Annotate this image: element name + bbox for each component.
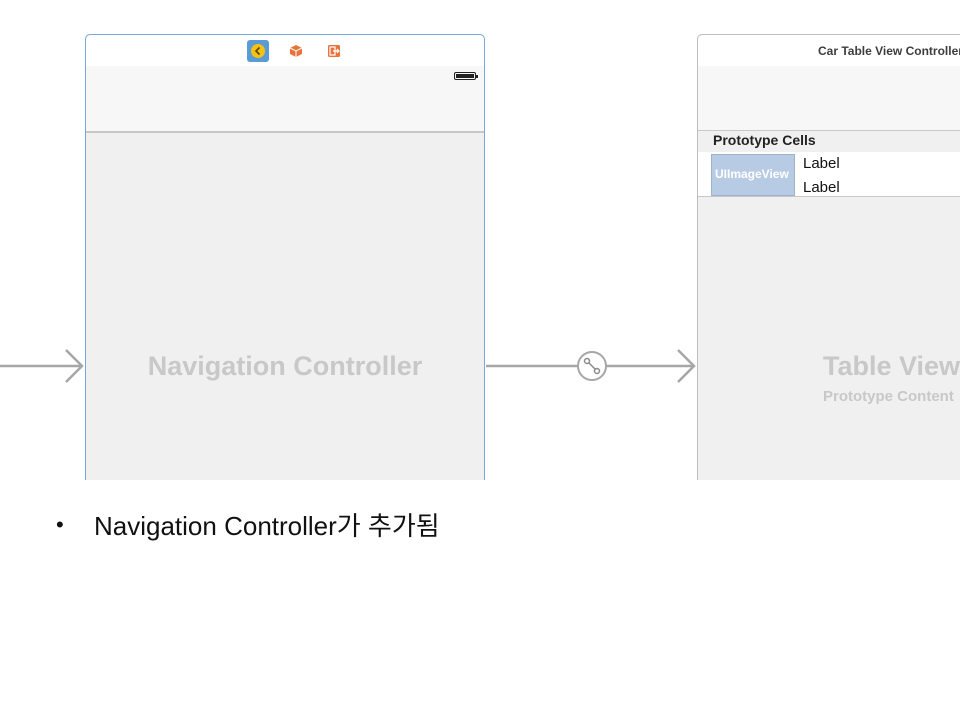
back-chevron-icon[interactable] xyxy=(247,40,269,62)
table-view-controller-scene[interactable]: Car Table View Controller Prototype Cell… xyxy=(697,34,960,480)
scene-subtitle: Prototype Content xyxy=(823,388,954,405)
slide-caption: • Navigation Controller가 추가됨 xyxy=(56,506,440,543)
segue-arrows xyxy=(0,349,696,383)
battery-icon xyxy=(454,72,478,80)
prototype-cells-header: Prototype Cells xyxy=(713,132,816,148)
caption-text: Navigation Controller가 추가됨 xyxy=(94,511,440,541)
scene-title: Navigation Controller xyxy=(147,351,423,381)
bullet: • xyxy=(56,511,64,537)
image-view[interactable]: UIImageView xyxy=(711,154,795,196)
navigation-bar xyxy=(86,66,484,133)
relationship-segue-arrow[interactable] xyxy=(486,349,696,383)
scene-dock xyxy=(86,35,484,67)
prototype-cell[interactable]: UIImageView Label Label xyxy=(698,152,960,197)
initial-entry-arrow[interactable] xyxy=(0,349,84,383)
cell-label-title[interactable]: Label xyxy=(803,155,840,172)
segue-link-icon xyxy=(583,357,601,375)
exit-icon[interactable] xyxy=(323,40,345,62)
scene-title: Table View xyxy=(823,351,960,381)
navigation-bar xyxy=(698,66,960,131)
scene-dock-title: Car Table View Controller xyxy=(818,44,960,58)
cube-icon[interactable] xyxy=(285,40,307,62)
navigation-controller-scene[interactable]: Navigation Controller xyxy=(85,34,485,480)
cell-label-detail[interactable]: Label xyxy=(803,179,840,196)
scene-dock: Car Table View Controller xyxy=(698,35,960,67)
storyboard-canvas[interactable]: Navigation Controller Car Table View Con… xyxy=(0,0,960,480)
